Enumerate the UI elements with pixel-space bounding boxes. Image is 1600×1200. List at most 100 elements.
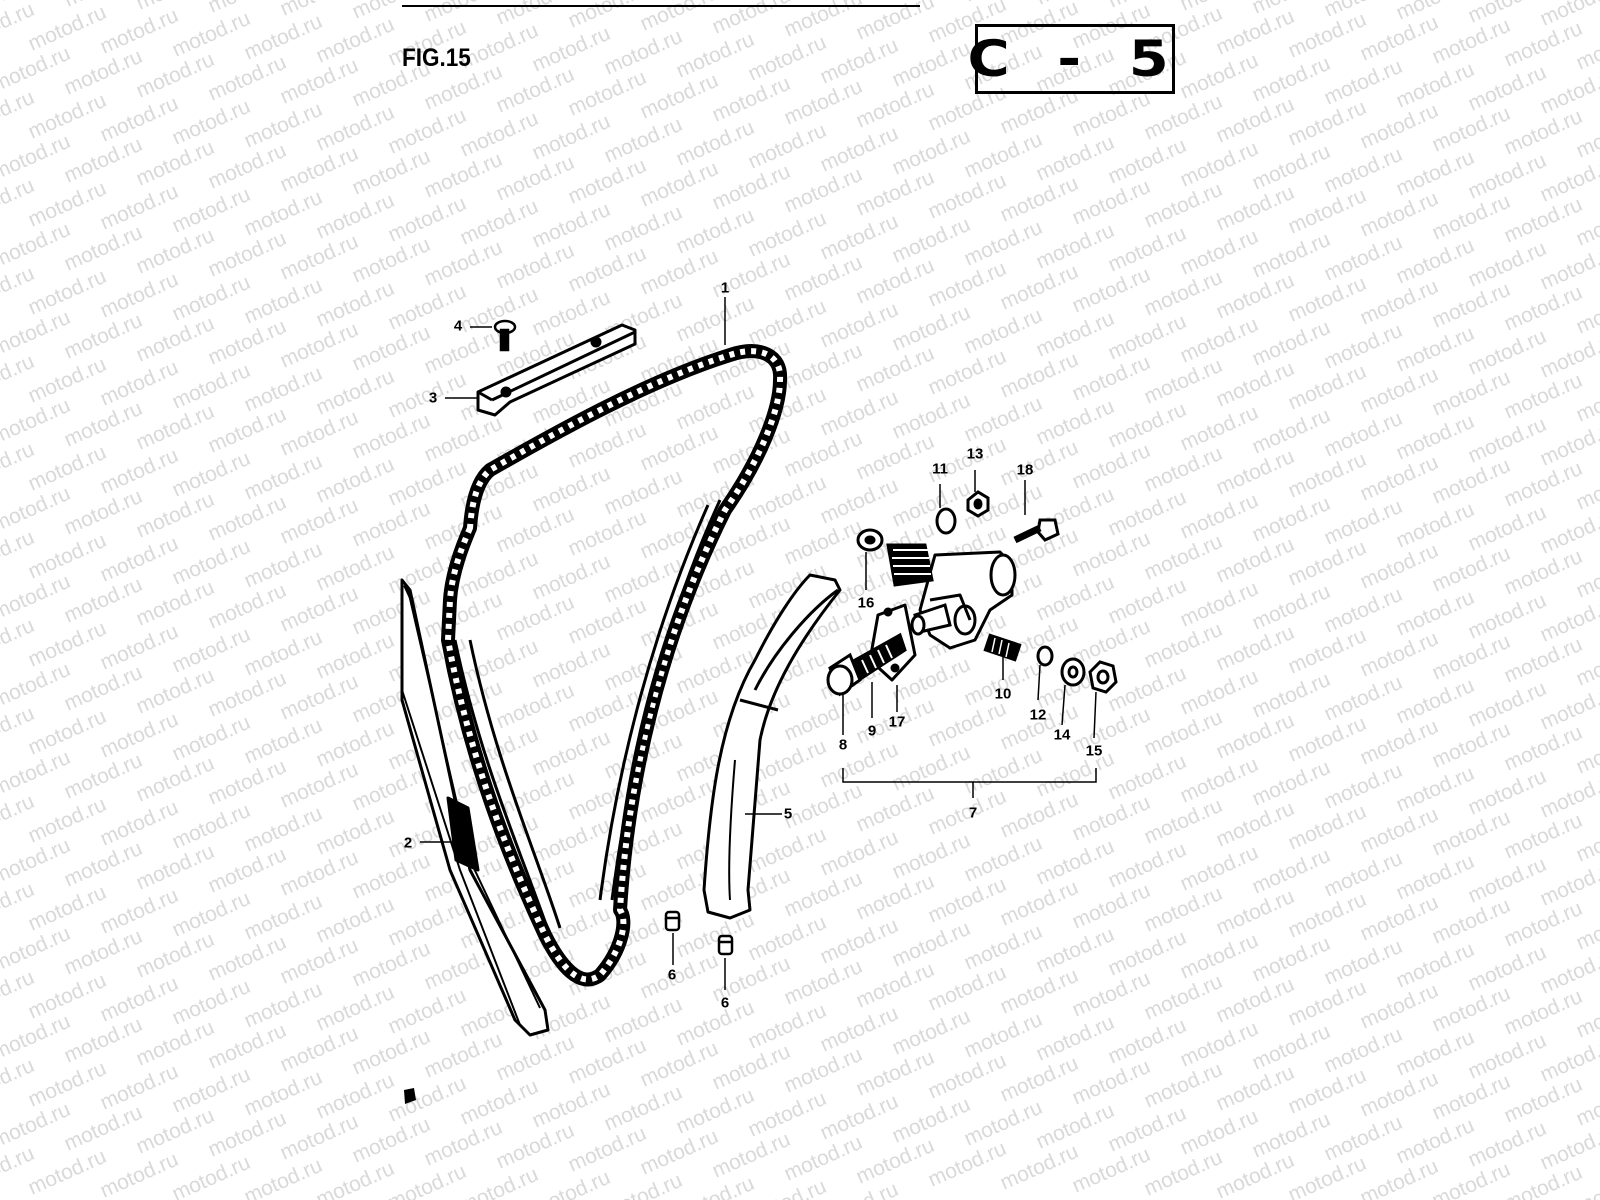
watermark-text: motod.ru [313,981,398,1036]
watermark-text: motod.ru [745,911,830,966]
watermark-text: motod.ru [25,705,110,760]
watermark-text: motod.ru [745,823,830,878]
watermark-text: motod.ru [241,1066,326,1121]
watermark-text: motod.ru [313,1069,398,1124]
watermark-text: motod.ru [25,265,110,320]
part-13-nut [966,490,990,518]
watermark-text: motod.ru [673,292,758,347]
watermark-text: motod.ru [529,550,614,605]
watermark-text: motod.ru [529,110,614,165]
watermark-text: motod.ru [97,4,182,59]
callout-8: 8 [838,736,848,754]
watermark-text: motod.ru [1177,841,1262,896]
watermark-text: motod.ru [961,1096,1046,1151]
watermark-text: motod.ru [817,826,902,881]
watermark-text: motod.ru [673,908,758,963]
watermark-text: motod.ru [313,805,398,860]
watermark-text: motod.ru [25,353,110,408]
watermark-text: motod.ru [241,98,326,153]
watermark-text: motod.ru [889,1005,974,1060]
watermark-text: motod.ru [1393,410,1478,465]
watermark-text: motod.ru [493,0,578,30]
watermark-text: motod.ru [1177,753,1262,808]
watermark-text: motod.ru [889,1093,974,1148]
part-4-screw [493,319,517,352]
watermark-text: motod.ru [169,183,254,238]
watermark-text: motod.ru [169,359,254,414]
part-14-washer [1060,657,1086,687]
section-code-box: C - 5 [967,24,1175,94]
watermark-text: motod.ru [1393,498,1478,553]
watermark-text: motod.ru [313,453,398,508]
watermark-text: motod.ru [241,714,326,769]
watermark-text: motod.ru [529,286,614,341]
watermark-text: motod.ru [97,356,182,411]
watermark-text: motod.ru [1033,747,1118,802]
watermark-text: motod.ru [529,1078,614,1133]
callout-2: 2 [403,834,413,852]
watermark-text: motod.ru [1321,55,1406,110]
watermark-text: motod.ru [1465,413,1550,468]
part-18-bolt [1013,518,1060,544]
watermark-text: motod.ru [313,277,398,332]
watermark-text: motod.ru [1249,316,1334,371]
watermark-text: motod.ru [313,101,398,156]
part-5-tensioner-guide [702,573,842,920]
watermark-text: motod.ru [817,474,902,529]
watermark-text: motod.ru [1465,325,1550,380]
watermark-text: motod.ru [1465,501,1550,556]
watermark-text: motod.ru [1033,131,1118,186]
watermark-text: motod.ru [1249,404,1334,459]
watermark-text: motod.ru [1249,228,1334,283]
callout-16: 16 [857,594,875,612]
watermark-text: motod.ru [1465,677,1550,732]
watermark-text: motod.ru [1033,219,1118,274]
part-6-dowel-pin-left [664,910,681,932]
watermark-text: motod.ru [529,814,614,869]
watermark-text: motod.ru [1105,1014,1190,1069]
watermark-text: motod.ru [1393,322,1478,377]
part-3-top-guide [476,323,637,417]
watermark-text: motod.ru [745,119,830,174]
watermark-text: motod.ru [241,186,326,241]
watermark-text: motod.ru [1393,762,1478,817]
watermark-text: motod.ru [169,887,254,942]
watermark-text: motod.ru [1321,495,1406,550]
watermark-text: motod.ru [385,1072,470,1127]
watermark-text: motod.ru [1465,765,1550,820]
watermark-text: motod.ru [1177,49,1262,104]
watermark-text: motod.ru [1393,234,1478,289]
watermark-text: motod.ru [817,1002,902,1057]
callout-17: 17 [888,713,906,731]
watermark-text: motod.ru [241,274,326,329]
watermark-text: motod.ru [1465,1117,1550,1172]
callout-3: 3 [428,389,438,407]
watermark-text: motod.ru [889,829,974,884]
watermark-text: motod.ru [1177,665,1262,720]
watermark-text: motod.ru [1105,1102,1190,1157]
watermark-text: motod.ru [889,741,974,796]
callout-18: 18 [1016,461,1034,479]
watermark-text: motod.ru [601,553,686,608]
watermark-text: motod.ru [97,1148,182,1200]
watermark-text: motod.ru [1033,571,1118,626]
watermark-text: motod.ru [241,890,326,945]
watermark-text: motod.ru [1249,1020,1334,1075]
watermark-text: motod.ru [241,362,326,417]
watermark-text: motod.ru [169,1063,254,1118]
watermark-text: motod.ru [1321,143,1406,198]
watermark-text: motod.ru [673,204,758,259]
watermark-text: motod.ru [1393,586,1478,641]
watermark-text: motod.ru [1321,1023,1406,1078]
watermark-text: motod.ru [385,192,470,247]
watermark-text: motod.ru [169,975,254,1030]
watermark-text: motod.ru [1033,1099,1118,1154]
callout-12: 12 [1029,706,1047,724]
watermark-text: motod.ru [817,914,902,969]
watermark-text: motod.ru [673,1084,758,1139]
watermark-text: motod.ru [889,917,974,972]
callout-13: 13 [966,445,984,463]
watermark-text: motod.ru [1321,319,1406,374]
watermark-text: motod.ru [1249,140,1334,195]
watermark-text: motod.ru [961,216,1046,271]
